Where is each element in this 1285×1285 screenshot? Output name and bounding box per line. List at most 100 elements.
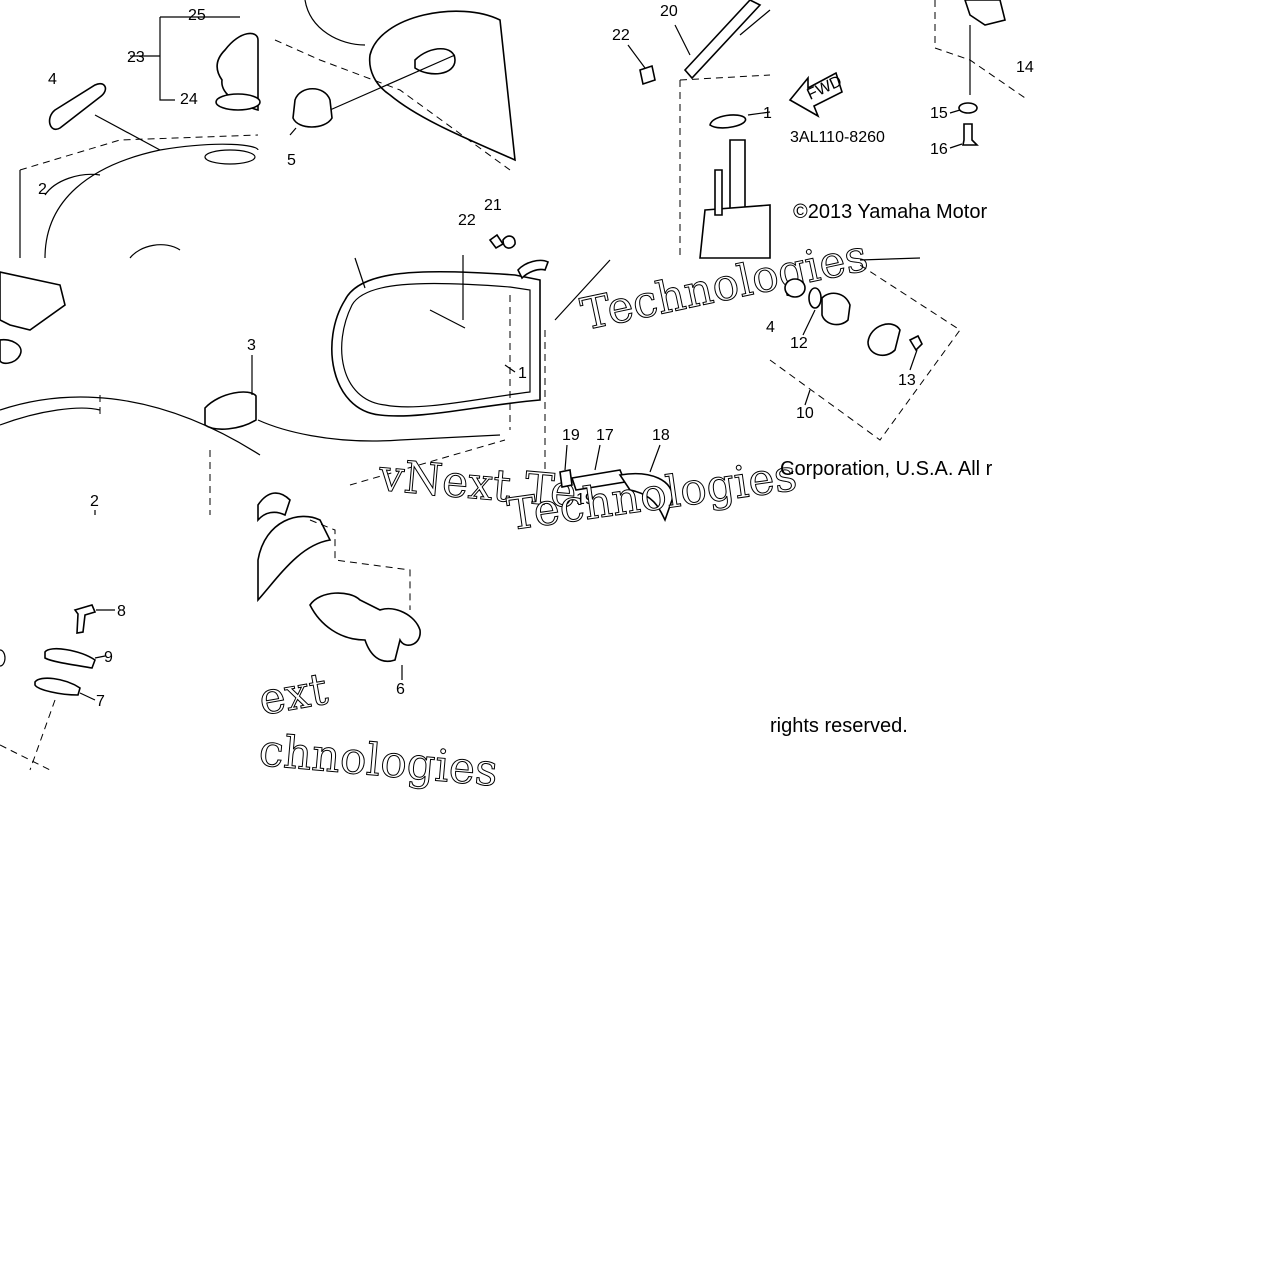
tank-dashed-outline: [274, 39, 511, 171]
copyright-line-2: Corporation, U.S.A. All r: [780, 458, 993, 480]
leader-22a: [627, 44, 646, 69]
spring-top-part: [859, 257, 921, 261]
upper-right-dashed: [934, 0, 1029, 101]
leader-5: [329, 54, 456, 111]
tank-dashed-box: [349, 295, 546, 486]
bolt-16-part: [962, 123, 979, 146]
callout-22a: 22: [612, 27, 630, 44]
part-code-label: 3AL110-8260: [790, 129, 885, 146]
lever-knob-part: [821, 292, 851, 326]
screw-13-part: [908, 334, 923, 352]
callout-10: 10: [796, 405, 814, 422]
callout-1a: 1: [763, 105, 772, 122]
rod-spring: [739, 9, 771, 36]
fuel-tube-part: [714, 169, 723, 216]
hose-end-part: [257, 492, 291, 523]
leader-tank-top: [354, 257, 366, 289]
callout-18: 18: [652, 427, 670, 444]
tile-hoses: 19 17 18 19 Technologies: [504, 427, 800, 541]
leader-7: [79, 692, 96, 701]
fuel-cock-dashed-box: [679, 74, 771, 258]
o-ring-part: [709, 114, 747, 129]
callout-19a: 19: [562, 427, 580, 444]
callout-22b: 22: [458, 212, 476, 229]
fwd-arrow-icon: [788, 71, 843, 118]
callout-13: 13: [898, 372, 916, 389]
fuel-cock-dashed-group: [769, 264, 961, 441]
hose-leader: [554, 259, 611, 321]
tile-middle-left: 3 2: [0, 271, 261, 515]
clip-21-part: [502, 235, 516, 249]
rear-bracket-6-part: [309, 592, 421, 662]
callout-5: 5: [287, 152, 296, 169]
tank-edge-part: [304, 0, 366, 46]
bracket-lines-23-25: [130, 16, 240, 101]
leader-1a: [747, 111, 771, 116]
grommet-part: [292, 87, 333, 128]
edge-washer-part: [0, 649, 6, 667]
bottom-left-dashed: [0, 699, 56, 771]
callout-9: 9: [104, 649, 113, 666]
tank-side-panel: [368, 10, 516, 162]
leader-2a: [44, 173, 101, 196]
tile-top-middle: 5: [274, 0, 516, 171]
leader-4: [94, 114, 161, 151]
tank-rear-part: [257, 515, 332, 603]
washer-4b-part: [784, 278, 806, 298]
tile-bottom-middle: 6 ext chnologies: [255, 492, 500, 797]
tank-lower-curve: [257, 419, 501, 442]
tile-bottom-left: 8 9 7: [0, 603, 126, 771]
callout-15: 15: [930, 105, 948, 122]
collar-9-part: [44, 648, 96, 669]
seat-bracket-part: [0, 271, 66, 331]
callout-2b: 2: [90, 493, 99, 510]
tank-body-lines: [19, 143, 259, 259]
watermark-3: Technologies: [504, 450, 799, 541]
o-ring-12-part: [808, 287, 822, 309]
tank-outline-dashed: [19, 134, 259, 171]
callout-3: 3: [247, 337, 256, 354]
callout-1b: 1: [518, 365, 527, 382]
bracket-part-14: [964, 0, 1006, 26]
copyright-line-1: ©2013 Yamaha Motor: [793, 201, 987, 223]
clip-19a-part: [559, 469, 573, 488]
callout-17: 17: [596, 427, 614, 444]
leader-20: [674, 24, 691, 56]
tile-top-right: FWD 3AL110-8260 15 16 14 ©2013 Yamaha Mo…: [788, 0, 1034, 223]
tile-top-center-right: 22 20 1: [612, 0, 772, 259]
filter-stem-part: [729, 139, 746, 216]
callout-12: 12: [790, 335, 808, 352]
callout-19b: 19: [576, 491, 594, 508]
callout-23: 23: [127, 49, 145, 66]
watermark-5: chnologies: [257, 725, 500, 797]
clip-22-part: [639, 64, 656, 86]
tank-inner-line: [341, 282, 531, 408]
filler-ring-part: [204, 149, 256, 165]
vent-hose-coil: [517, 259, 550, 280]
leader-9: [94, 655, 106, 659]
callout-20: 20: [660, 3, 678, 20]
bolt-8-part: [73, 604, 97, 634]
callout-6: 6: [396, 681, 405, 698]
washer-7-part: [34, 677, 81, 696]
callout-2: 2: [38, 181, 47, 198]
cap-gasket-part: [215, 93, 261, 111]
fuel-line-rod-part: [683, 0, 762, 80]
fuel-tank-part: [331, 270, 541, 417]
frame-curve-lines: [0, 396, 261, 456]
leaders-12-13-10: [802, 309, 918, 406]
callout-25: 25: [188, 7, 206, 24]
callout-8: 8: [117, 603, 126, 620]
callout-21: 21: [484, 197, 502, 214]
leader-5b: [289, 127, 297, 136]
tank-center-leaders: [429, 255, 466, 329]
washer-15-part: [958, 102, 978, 114]
tile-top-left: 25 23 24 4 2: [19, 7, 261, 259]
watermark-4: ext: [255, 664, 332, 726]
callout-7: 7: [96, 693, 105, 710]
leaders-15-16: [949, 109, 963, 149]
seat-bracket-lower: [0, 338, 22, 365]
copyright-line-3: rights reserved.: [770, 715, 908, 737]
callout-4: 4: [48, 71, 57, 88]
